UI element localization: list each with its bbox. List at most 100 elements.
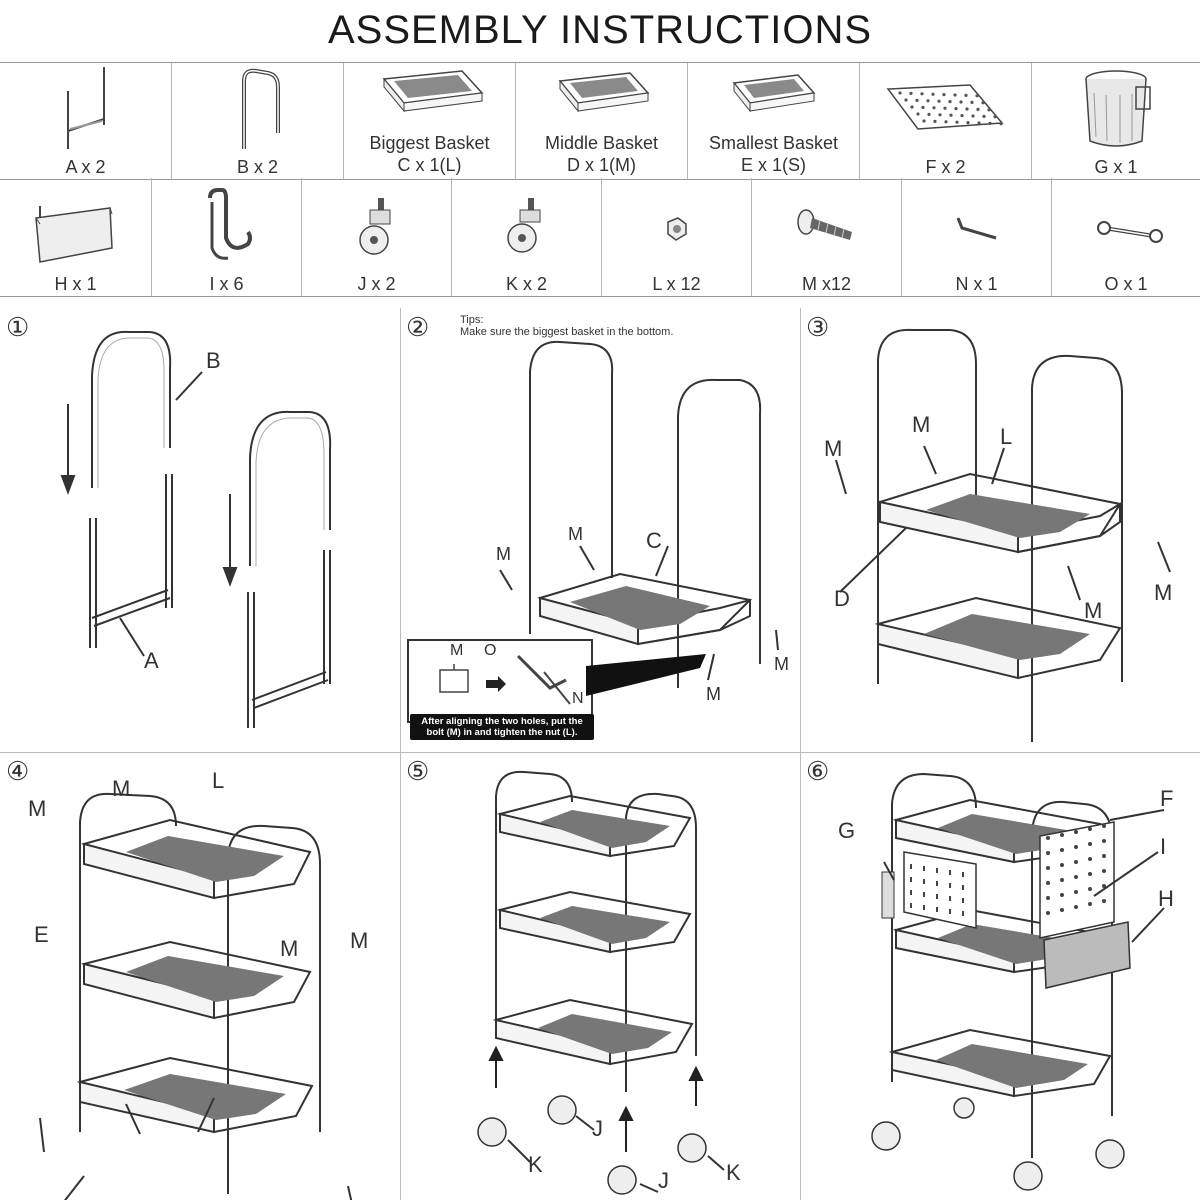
frame-a-icon (67, 67, 105, 149)
step-4-illustration (39, 792, 353, 1200)
part-cell-l: L x 12 (602, 178, 752, 296)
caster-icon (507, 198, 541, 253)
part-label-e: E x 1(S) (740, 155, 806, 175)
part-name-e: Smallest Basket (708, 133, 839, 153)
callout-l: L (1000, 424, 1013, 449)
inset-callout-o: O (484, 642, 497, 659)
basket-small-icon (732, 74, 816, 113)
nut-icon (667, 217, 687, 241)
callout-l: L (212, 768, 225, 793)
part-label-b: B x 2 (236, 157, 279, 177)
callout-m: M (1084, 598, 1103, 623)
part-label-k: K x 2 (505, 274, 548, 294)
part-cell-a: A x 2 (0, 63, 172, 179)
part-label-i: I x 6 (209, 274, 244, 294)
part-cell-c: Biggest Basket C x 1(L) (344, 63, 516, 179)
callout-c: C (646, 528, 662, 553)
inset-callout-n: N (572, 690, 584, 707)
step-6: ⑥ G F I H (800, 752, 1200, 1200)
parts-row-2: H x 1 I x 6 J x 2 K x 2 L x 12 (0, 178, 1200, 297)
part-cell-g: G x 1 (1032, 63, 1200, 179)
inset-note: After aligning the two holes, put the bo… (410, 714, 594, 740)
callout-i: I (1160, 834, 1167, 859)
tips-title: Tips: (460, 314, 484, 326)
bolt-icon (797, 209, 852, 240)
part-cell-f: F x 2 (860, 63, 1032, 179)
step-number: ① (6, 312, 30, 342)
part-cell-h: H x 1 (0, 178, 152, 296)
callout-k: K (726, 1160, 741, 1185)
basket-large-icon (382, 70, 484, 113)
caster-locking-icon (359, 198, 391, 255)
part-label-n: N x 1 (955, 274, 998, 294)
callout-m: M (280, 936, 299, 961)
step-4: ④ M M L E M M (0, 752, 400, 1200)
step-number: ④ (6, 756, 30, 786)
callout-m: M (568, 524, 583, 544)
inset-callout-m: M (450, 642, 464, 659)
step-3-illustration (835, 328, 1171, 742)
tips-text: Make sure the biggest basket in the bott… (460, 326, 674, 338)
step-number: ⑥ (806, 756, 830, 786)
callout-m: M (1154, 580, 1173, 605)
hex-key-icon (956, 217, 997, 240)
part-label-d: D x 1(M) (567, 155, 636, 175)
part-cell-d: Middle Basket D x 1(M) (516, 63, 688, 179)
step-2-illustration (407, 340, 779, 723)
pegboard-icon (886, 84, 1004, 130)
hanging-basket-icon (35, 206, 113, 263)
part-cell-i: I x 6 (152, 178, 302, 296)
part-cell-j: J x 2 (302, 178, 452, 296)
part-label-a: A x 2 (65, 157, 106, 177)
callout-j: J (658, 1168, 669, 1193)
callout-b: B (206, 348, 221, 373)
callout-m: M (350, 928, 369, 953)
callout-m: M (28, 796, 47, 821)
step-number: ③ (806, 312, 830, 342)
callout-a: A (144, 648, 159, 673)
step-1: ① B A (0, 308, 400, 752)
part-cell-e: Smallest Basket E x 1(S) (688, 63, 860, 179)
callout-m: M (912, 412, 931, 437)
part-label-o: O x 1 (1104, 274, 1148, 294)
callout-k: K (528, 1152, 543, 1177)
part-cell-m: M x12 (752, 178, 902, 296)
part-name-c: Biggest Basket (369, 133, 490, 153)
callout-j: J (592, 1116, 603, 1141)
callout-g: G (838, 818, 856, 843)
step-3: ③ M M L D M M (800, 308, 1200, 752)
callout-d: D (834, 586, 850, 611)
step-2: ② Tips: Make sure the biggest basket in … (400, 308, 800, 752)
callout-m: M (706, 684, 721, 704)
bin-icon (1085, 70, 1151, 147)
callout-m: M (496, 544, 511, 564)
part-cell-n: N x 1 (902, 178, 1052, 296)
step-number: ② (406, 312, 430, 342)
part-label-c: C x 1(L) (397, 155, 462, 175)
part-label-l: L x 12 (652, 274, 701, 294)
parts-row-1: A x 2 B x 2 Biggest Basket C x 1(L) Midd… (0, 62, 1200, 180)
callout-m: M (112, 776, 131, 801)
part-label-g: G x 1 (1094, 157, 1138, 177)
basket-medium-icon (558, 72, 650, 113)
callout-m: M (774, 654, 789, 674)
step-6-illustration (871, 772, 1165, 1191)
part-cell-k: K x 2 (452, 178, 602, 296)
step-5: ⑤ J K J K (400, 752, 800, 1200)
step-1-illustration (60, 330, 332, 728)
callout-h: H (1158, 886, 1174, 911)
wrench-icon (1097, 221, 1163, 243)
step-5-illustration (477, 770, 725, 1195)
callout-m: M (824, 436, 843, 461)
step-number: ⑤ (406, 756, 430, 786)
part-label-f: F x 2 (925, 157, 966, 177)
hook-icon (208, 188, 252, 260)
part-label-h: H x 1 (54, 274, 97, 294)
part-label-j: J x 2 (357, 274, 396, 294)
part-name-d: Middle Basket (544, 133, 659, 153)
part-cell-b: B x 2 (172, 63, 344, 179)
callout-f: F (1160, 786, 1174, 811)
part-label-m: M x12 (801, 274, 852, 294)
callout-e: E (34, 922, 49, 947)
steps-grid: ① B A ② (0, 308, 1200, 1200)
